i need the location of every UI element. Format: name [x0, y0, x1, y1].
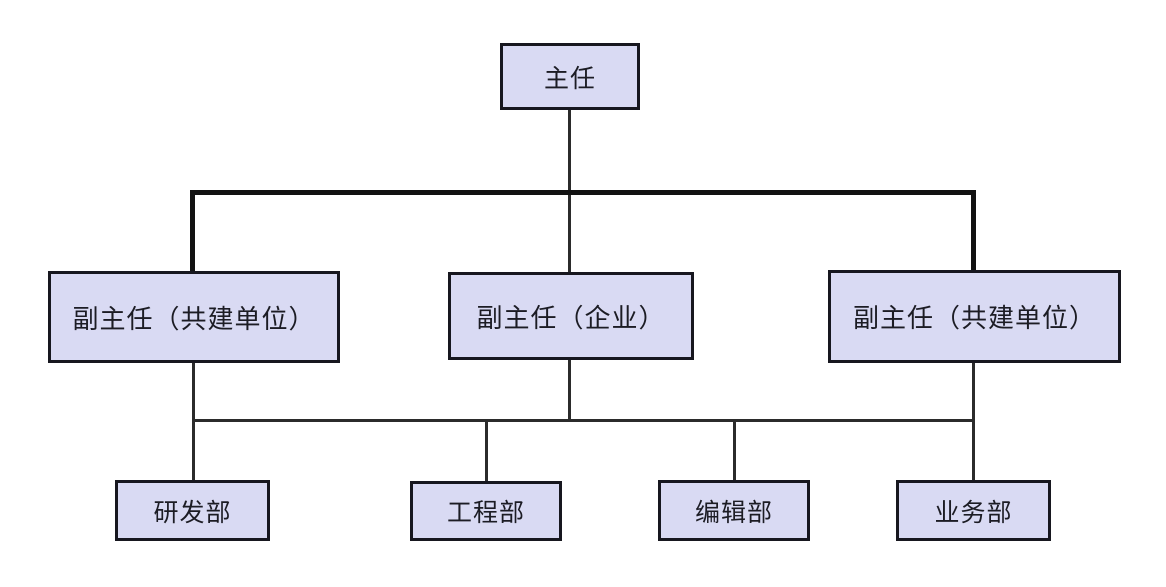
- connector-dept3-vertical: [733, 419, 736, 481]
- org-node-director-label: 主任: [543, 64, 596, 93]
- org-node-director: 主任: [500, 43, 640, 110]
- org-node-dept-editorial-label: 编辑部: [694, 498, 773, 527]
- org-node-deputy-enterprise-label: 副主任（企业）: [476, 302, 666, 333]
- org-node-dept-editorial: 编辑部: [658, 480, 810, 541]
- org-node-dept-business: 业务部: [896, 480, 1051, 541]
- org-node-deputy-coconstruction-right: 副主任（共建单位）: [828, 270, 1121, 363]
- org-node-deputy-enterprise: 副主任（企业）: [448, 272, 694, 360]
- org-node-deputy-coconstruction-left-label: 副主任（共建单位）: [72, 303, 316, 334]
- org-node-dept-engineering: 工程部: [410, 481, 562, 541]
- org-node-deputy-coconstruction-right-label: 副主任（共建单位）: [852, 303, 1096, 333]
- org-node-deputy-coconstruction-left: 副主任（共建单位）: [48, 271, 340, 363]
- connector-tier1-right-vertical: [971, 190, 976, 270]
- org-node-dept-rnd: 研发部: [115, 480, 270, 541]
- connector-tier1-left-vertical: [190, 190, 195, 271]
- org-node-dept-rnd-label: 研发部: [153, 498, 232, 527]
- connector-dept2-vertical: [485, 419, 488, 481]
- connector-tier1-horizontal: [190, 190, 976, 195]
- connector-tier2-horizontal-bus: [192, 419, 975, 422]
- org-node-dept-business-label: 业务部: [934, 498, 1013, 527]
- org-node-dept-engineering-label: 工程部: [446, 499, 525, 527]
- connector-deputy2-vertical: [568, 360, 571, 421]
